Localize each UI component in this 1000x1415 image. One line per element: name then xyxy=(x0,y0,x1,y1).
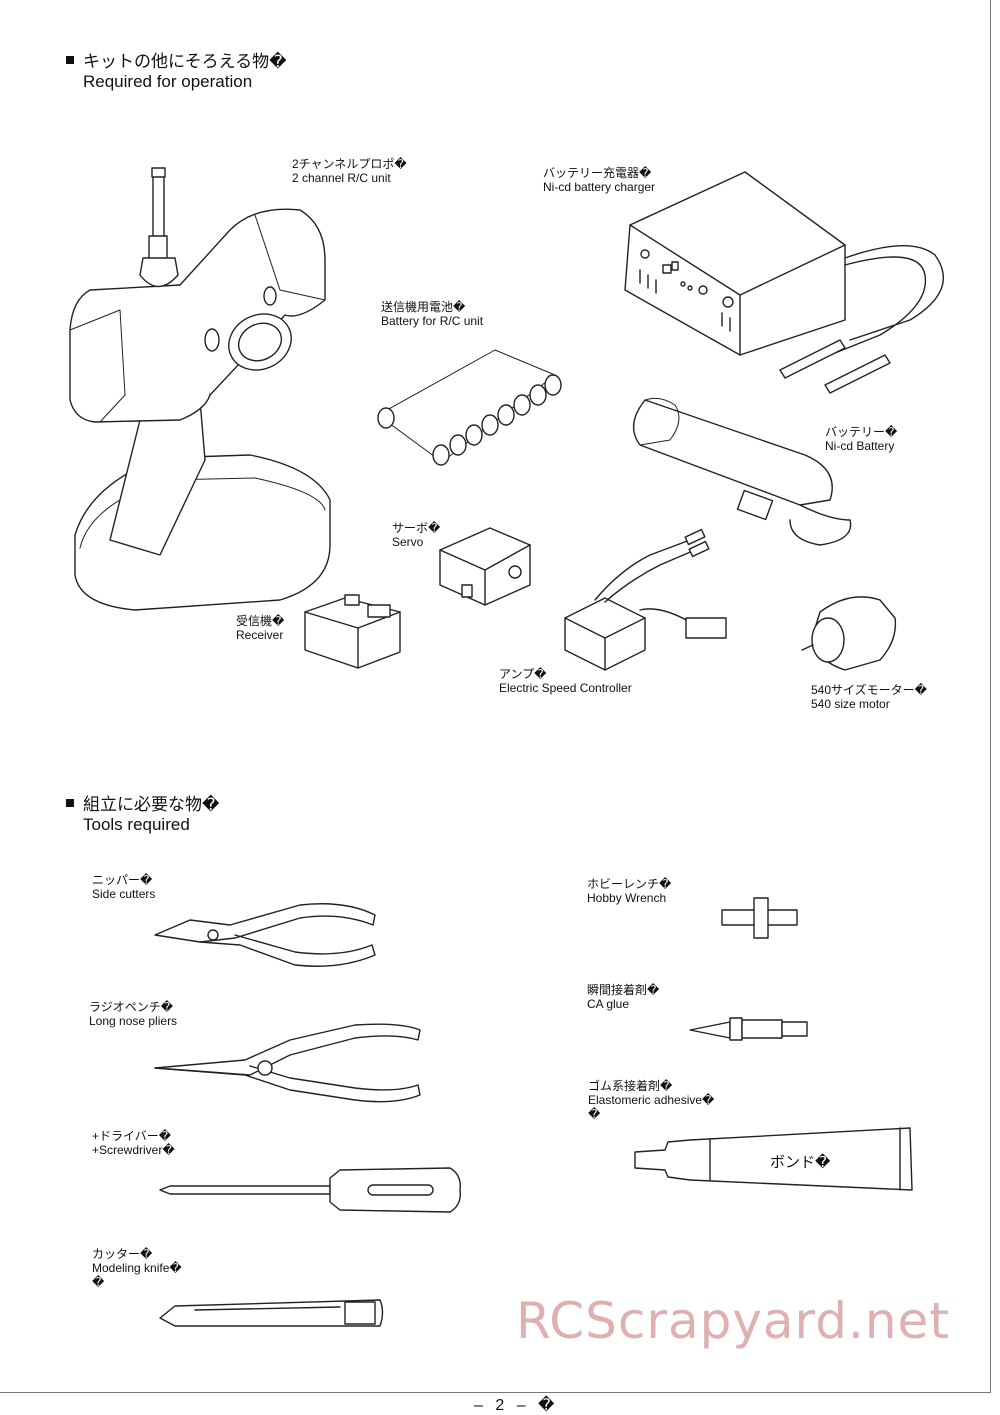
servo-illustration xyxy=(439,527,531,606)
section-tools-heading: 組立に必要な物� Tools required xyxy=(66,795,219,835)
label-elastomeric-adhesive: ゴム系接着剤�Elastomeric adhesive�� xyxy=(588,1079,715,1121)
ca-glue-illustration xyxy=(689,1017,808,1041)
long-nose-pliers-illustration xyxy=(154,1023,421,1103)
label-modeling-knife: カッター�Modeling knife�� xyxy=(92,1247,182,1289)
label-side-cutters: ニッパー�Side cutters xyxy=(92,873,156,901)
hobby-wrench-illustration xyxy=(721,897,798,939)
watermark: RCScrapyard.net xyxy=(516,1292,950,1350)
motor-illustration xyxy=(801,596,897,671)
label-transmitter: 2チャンネルプロポ�2 channel R/C unit xyxy=(292,157,407,185)
page-frame-right xyxy=(990,0,991,1392)
side-cutters-illustration xyxy=(154,903,376,967)
label-servo: サーボ�Servo xyxy=(392,521,441,549)
label-long-nose-pliers: ラジオペンチ�Long nose pliers xyxy=(89,1000,178,1028)
esc-illustration xyxy=(564,528,727,671)
adhesive-tube-label: ボンド� xyxy=(770,1154,831,1171)
aa-batteries-illustration xyxy=(377,349,562,466)
label-charger: バッテリー充電器�Ni-cd battery charger xyxy=(543,166,656,194)
bullet-square-icon xyxy=(66,799,74,807)
label-esc: アンプ�Electric Speed Controller xyxy=(499,667,632,695)
label-motor: 540サイズモーター�540 size motor xyxy=(811,683,927,711)
battery-pack-illustration xyxy=(632,397,852,546)
label-tx-battery: 送信機用電池�Battery for R/C unit xyxy=(381,300,484,328)
transmitter-illustration xyxy=(69,167,331,611)
section-required-heading: キットの他にそろえる物� Required for operation xyxy=(66,52,287,92)
charger-illustration xyxy=(624,171,944,394)
page-number: – 2 – � xyxy=(474,1397,559,1414)
modeling-knife-illustration xyxy=(159,1299,384,1327)
label-screwdriver: +ドライバー�+Screwdriver� xyxy=(92,1129,175,1157)
adhesive-tube-illustration xyxy=(634,1127,913,1191)
receiver-illustration xyxy=(304,594,401,669)
label-ca-glue: 瞬間接着剤�CA glue xyxy=(587,983,660,1011)
label-receiver: 受信機�Receiver xyxy=(236,614,285,642)
label-battery: バッテリー�Ni-cd Battery xyxy=(825,425,898,453)
label-hobby-wrench: ホビーレンチ�Hobby Wrench xyxy=(587,877,672,905)
bullet-square-icon xyxy=(66,56,74,64)
page-frame-bottom xyxy=(0,1392,991,1393)
screwdriver-illustration xyxy=(159,1167,461,1213)
